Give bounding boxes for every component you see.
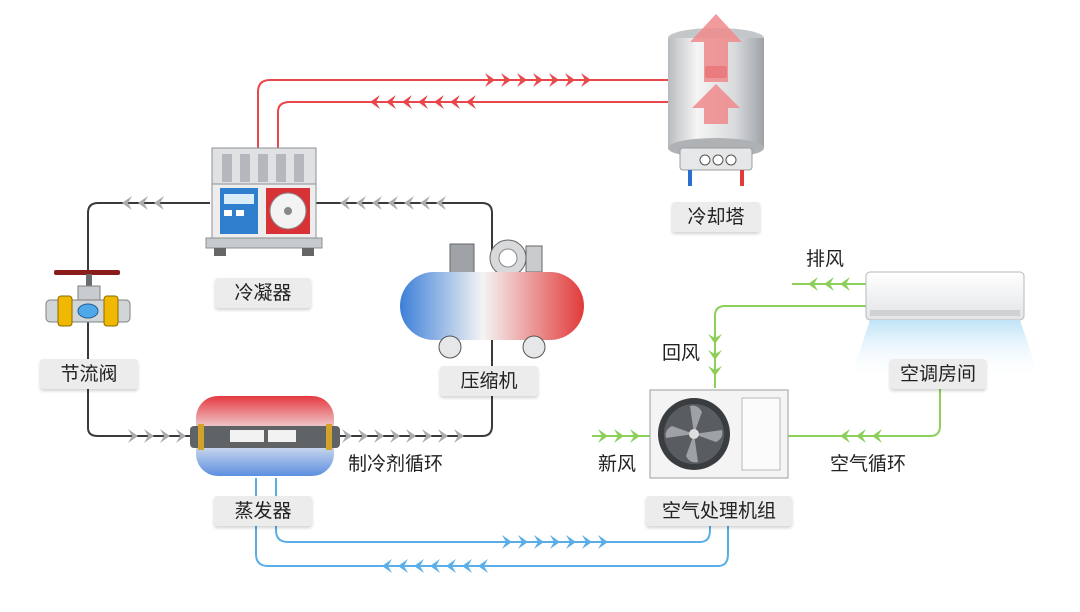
- air-cycle-text: 空气循环: [830, 453, 907, 475]
- throttle-valve-icon: [45, 270, 131, 327]
- evaporator-icon: [190, 396, 340, 476]
- refrigerant-cycle-text: 制冷剂循环: [348, 453, 444, 475]
- refrigerant-arrows: [122, 196, 464, 443]
- ac-room-label: 空调房间: [890, 359, 986, 389]
- condenser-icon: [205, 147, 323, 256]
- compressor-label: 压缩机: [440, 366, 538, 396]
- evaporator-label: 蒸发器: [214, 496, 312, 526]
- cooling-tower-label: 冷却塔: [672, 202, 760, 232]
- air-arrows: [598, 277, 882, 443]
- chilled-water-pipes: [255, 478, 729, 567]
- air-handling-unit-label: 空气处理机组: [646, 496, 792, 526]
- chilled-water-arrows: [382, 535, 608, 573]
- exhaust-air-text: 排风: [806, 248, 845, 270]
- hot-water-arrows: [370, 73, 591, 109]
- fresh-air-text: 新风: [598, 453, 637, 475]
- hot-water-pipes: [257, 79, 672, 150]
- air-handling-unit-icon: [649, 389, 789, 479]
- compressor-icon: [400, 239, 584, 359]
- return-air-text: 回风: [662, 342, 701, 364]
- cooling-tower-icon: [668, 14, 764, 186]
- condenser-label: 冷凝器: [215, 278, 311, 308]
- throttle-valve-label: 节流阀: [40, 359, 138, 389]
